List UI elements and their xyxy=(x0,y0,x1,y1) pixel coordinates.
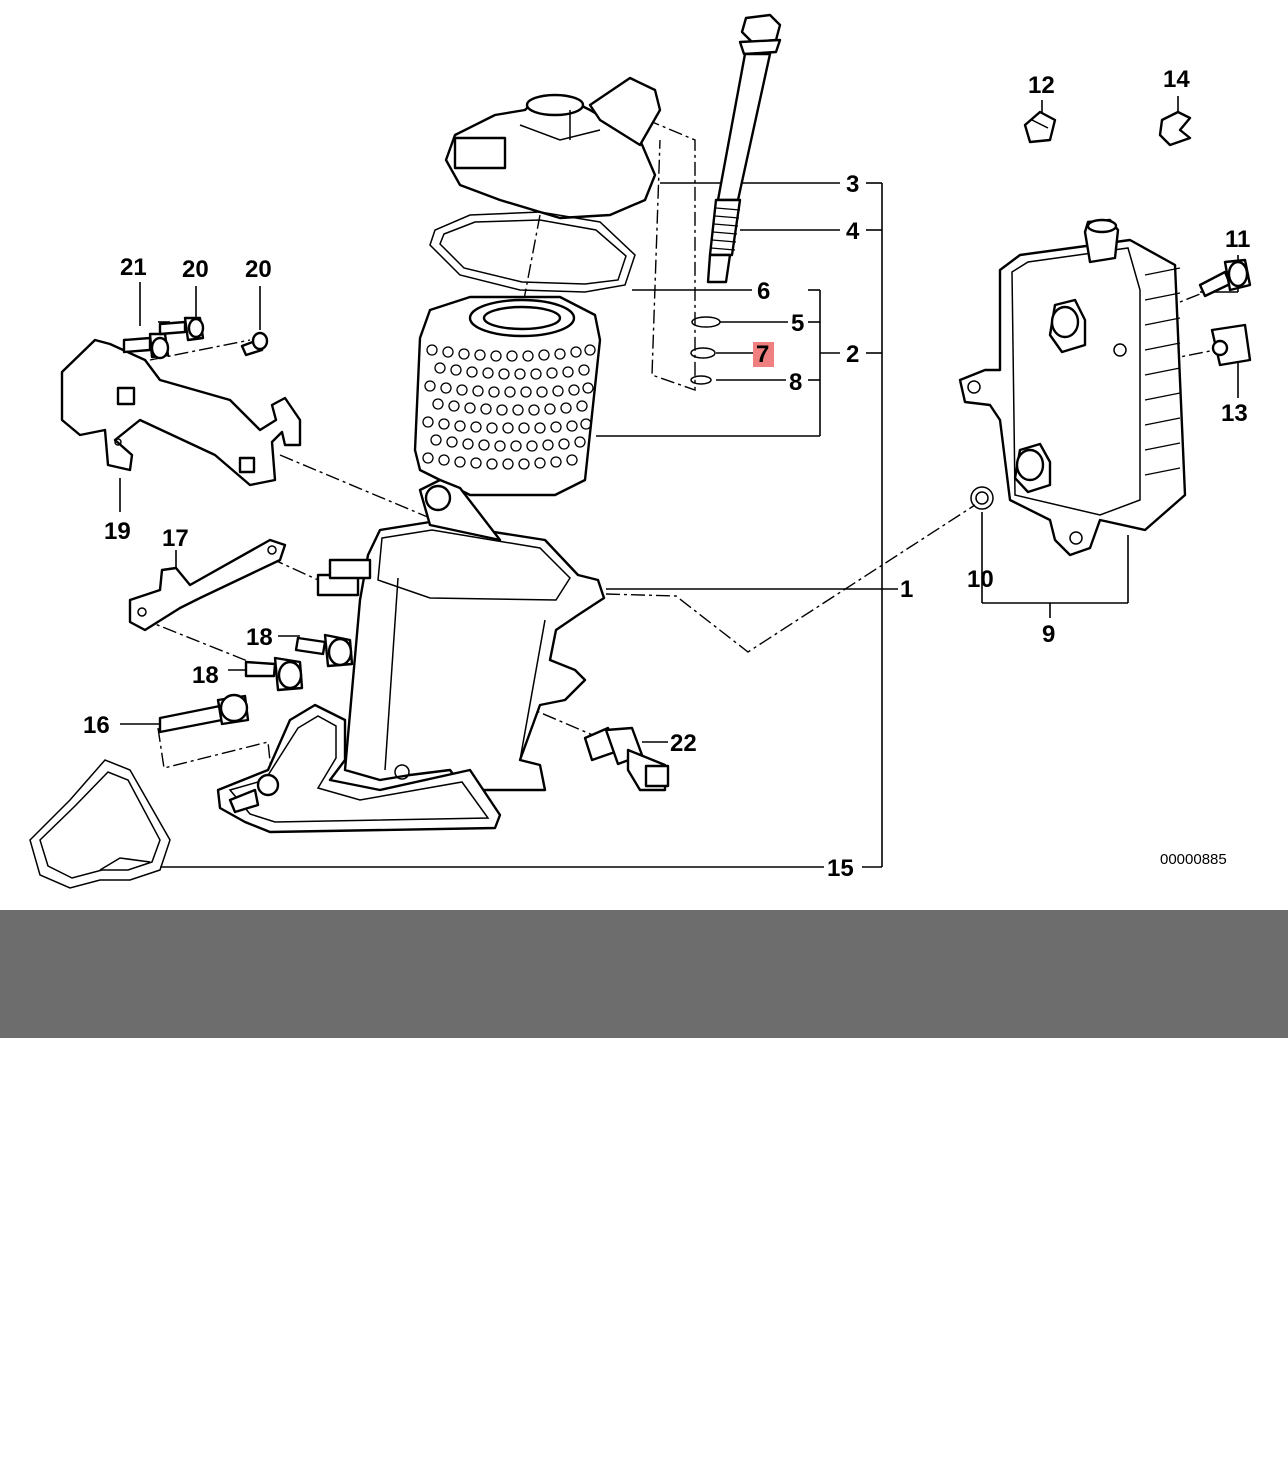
oil-filter-element xyxy=(413,295,602,497)
mounting-bracket-17 xyxy=(128,538,287,632)
screws-20-21 xyxy=(122,316,269,360)
label-22: 22 xyxy=(670,730,697,757)
label-9: 9 xyxy=(1042,621,1055,648)
label-11: 11 xyxy=(1225,226,1250,253)
center-bolt xyxy=(706,13,782,284)
variant-text: N - 07 xyxy=(874,1227,1019,1283)
label-18-a: 18 xyxy=(246,624,273,651)
mounting-bracket-19 xyxy=(60,338,302,487)
label-16: 16 xyxy=(83,712,110,739)
filter-housing-cover xyxy=(444,76,662,220)
part-number-footer: BMW - 11 42 2 242 988 N - 07 xyxy=(0,910,1288,1283)
label-5: 5 xyxy=(791,310,804,337)
cover-gasket xyxy=(429,211,636,293)
housing-gasket xyxy=(29,759,171,889)
label-10: 10 xyxy=(967,566,994,593)
reference-bracket-right xyxy=(862,182,883,868)
label-19: 19 xyxy=(104,518,131,545)
label-8: 8 xyxy=(789,369,802,396)
reference-bracket-seals xyxy=(596,289,840,437)
label-14: 14 xyxy=(1163,66,1190,93)
label-17: 17 xyxy=(162,525,189,552)
callout-labels: 1 2 3 4 5 6 7 8 9 10 11 12 13 14 15 16 1… xyxy=(83,66,1250,882)
label-13: 13 xyxy=(1221,400,1248,427)
label-7-highlight xyxy=(753,342,774,367)
oil-pressure-sensor xyxy=(583,726,670,792)
drawing-code: 00000885 xyxy=(1160,851,1227,868)
label-4: 4 xyxy=(846,218,860,245)
screws-18-16 xyxy=(158,633,354,734)
label-20-b: 20 xyxy=(245,256,272,283)
parts-diagram: 1 2 3 4 5 6 7 8 9 10 11 12 13 14 15 16 1… xyxy=(29,13,1252,889)
label-12: 12 xyxy=(1028,72,1055,99)
label-18-b: 18 xyxy=(192,662,219,689)
label-20-a: 20 xyxy=(182,256,209,283)
label-6: 6 xyxy=(757,278,770,305)
label-21: 21 xyxy=(120,254,147,281)
oil-filter-housing xyxy=(316,478,606,792)
label-2: 2 xyxy=(846,341,859,368)
label-7: 7 xyxy=(756,341,769,368)
label-3: 3 xyxy=(846,171,859,198)
small-parts-cooler xyxy=(970,110,1252,510)
footer-text-row: BMW - 11 42 2 242 988 N - 07 xyxy=(0,910,1288,1462)
leader-lines xyxy=(119,96,1239,868)
label-1: 1 xyxy=(900,576,913,603)
part-number-text: BMW - 11 42 2 242 988 xyxy=(284,1089,851,1145)
oil-cooler xyxy=(958,218,1187,557)
housing-base-plate xyxy=(216,703,502,834)
label-15: 15 xyxy=(827,855,854,882)
o-rings xyxy=(690,316,721,385)
